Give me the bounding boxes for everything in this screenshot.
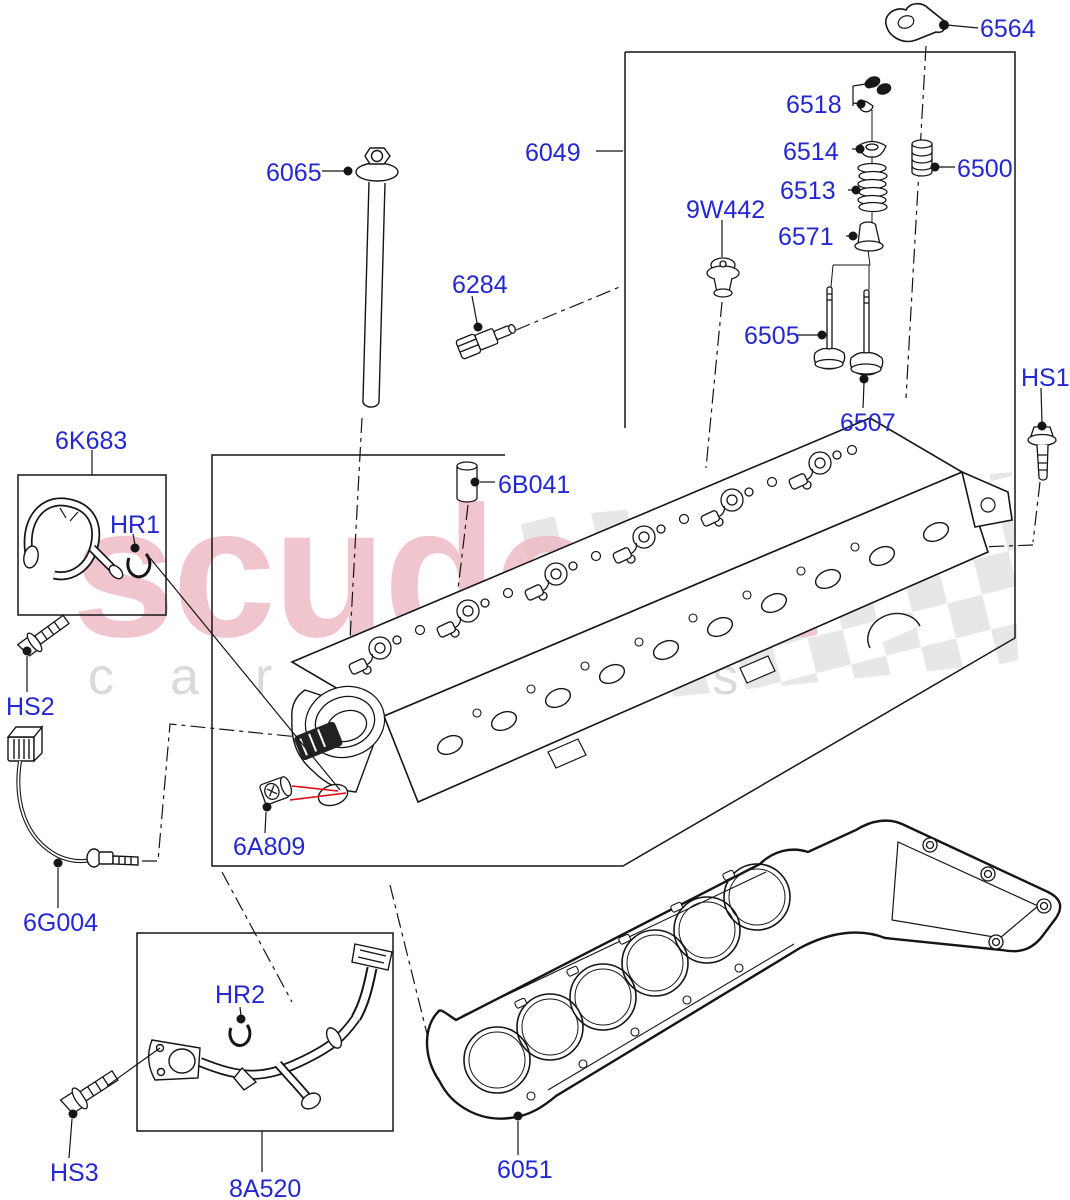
plug-drawing	[259, 776, 293, 805]
intake-valve-drawing	[813, 286, 846, 370]
part-label-HS1[interactable]: HS1	[1021, 364, 1070, 392]
retaining-clips	[126, 552, 252, 1047]
fasteners-and-small-parts	[16, 147, 1057, 1115]
part-label-6505[interactable]: 6505	[744, 322, 800, 350]
grouping-boxes	[17, 51, 1016, 1132]
exhaust-valve-drawing	[849, 289, 884, 376]
center-lines	[142, 45, 1041, 1059]
red-arrow-lines	[289, 785, 347, 801]
relief-valve-drawing	[706, 257, 740, 298]
cylinder-head-drawing	[290, 417, 1013, 807]
part-label-HR2[interactable]: HR2	[215, 981, 266, 1009]
box-8A520	[136, 932, 394, 1132]
tappet-drawing	[911, 139, 933, 177]
part-label-6A809[interactable]: 6A809	[233, 833, 306, 861]
valve-spring-drawing	[857, 162, 888, 213]
temperature-sensor-drawing	[6, 725, 139, 868]
part-label-HR1[interactable]: HR1	[110, 511, 161, 539]
glow-plug-drawing	[455, 323, 516, 360]
coolant-pipe-drawing	[147, 943, 393, 1110]
oil-tube-drawing	[23, 497, 124, 581]
part-label-6513[interactable]: 6513	[780, 177, 836, 205]
part-label-6049[interactable]: 6049	[525, 139, 581, 167]
part-label-6507[interactable]: 6507	[840, 409, 896, 437]
head-gasket-drawing	[425, 819, 1062, 1120]
part-label-6065[interactable]: 6065	[266, 159, 322, 187]
part-label-6564[interactable]: 6564	[980, 15, 1036, 43]
spring-seat-drawing	[857, 140, 887, 158]
main-group-box	[211, 51, 1016, 867]
rocker-arm-drawing	[885, 2, 946, 43]
clip-hr1-drawing	[126, 552, 152, 579]
part-label-6284[interactable]: 6284	[452, 271, 508, 299]
leader-dots	[22, 20, 1047, 1121]
part-label-6K683[interactable]: 6K683	[55, 427, 128, 455]
part-label-6514[interactable]: 6514	[783, 138, 839, 166]
part-label-6B041[interactable]: 6B041	[498, 471, 571, 499]
part-label-8A520[interactable]: 8A520	[229, 1175, 302, 1200]
part-label-6500[interactable]: 6500	[957, 155, 1013, 183]
part-label-HS3[interactable]: HS3	[50, 1159, 99, 1187]
leader-lines	[26, 24, 1043, 1172]
valve-stem-seal-drawing	[854, 221, 884, 252]
dowel-pin-drawing	[456, 461, 478, 503]
part-label-6571[interactable]: 6571	[778, 223, 834, 251]
hs1-bolt-drawing	[1027, 426, 1057, 481]
head-bolt-drawing	[355, 147, 399, 408]
part-label-6G004[interactable]: 6G004	[23, 909, 99, 937]
part-label-HS2[interactable]: HS2	[6, 693, 55, 721]
part-label-6518[interactable]: 6518	[786, 91, 842, 119]
part-label-6051[interactable]: 6051	[497, 1156, 553, 1184]
clip-hr2-drawing	[228, 1024, 252, 1047]
part-label-9W442[interactable]: 9W442	[686, 196, 766, 224]
hs3-bolt-drawing	[59, 1069, 119, 1115]
